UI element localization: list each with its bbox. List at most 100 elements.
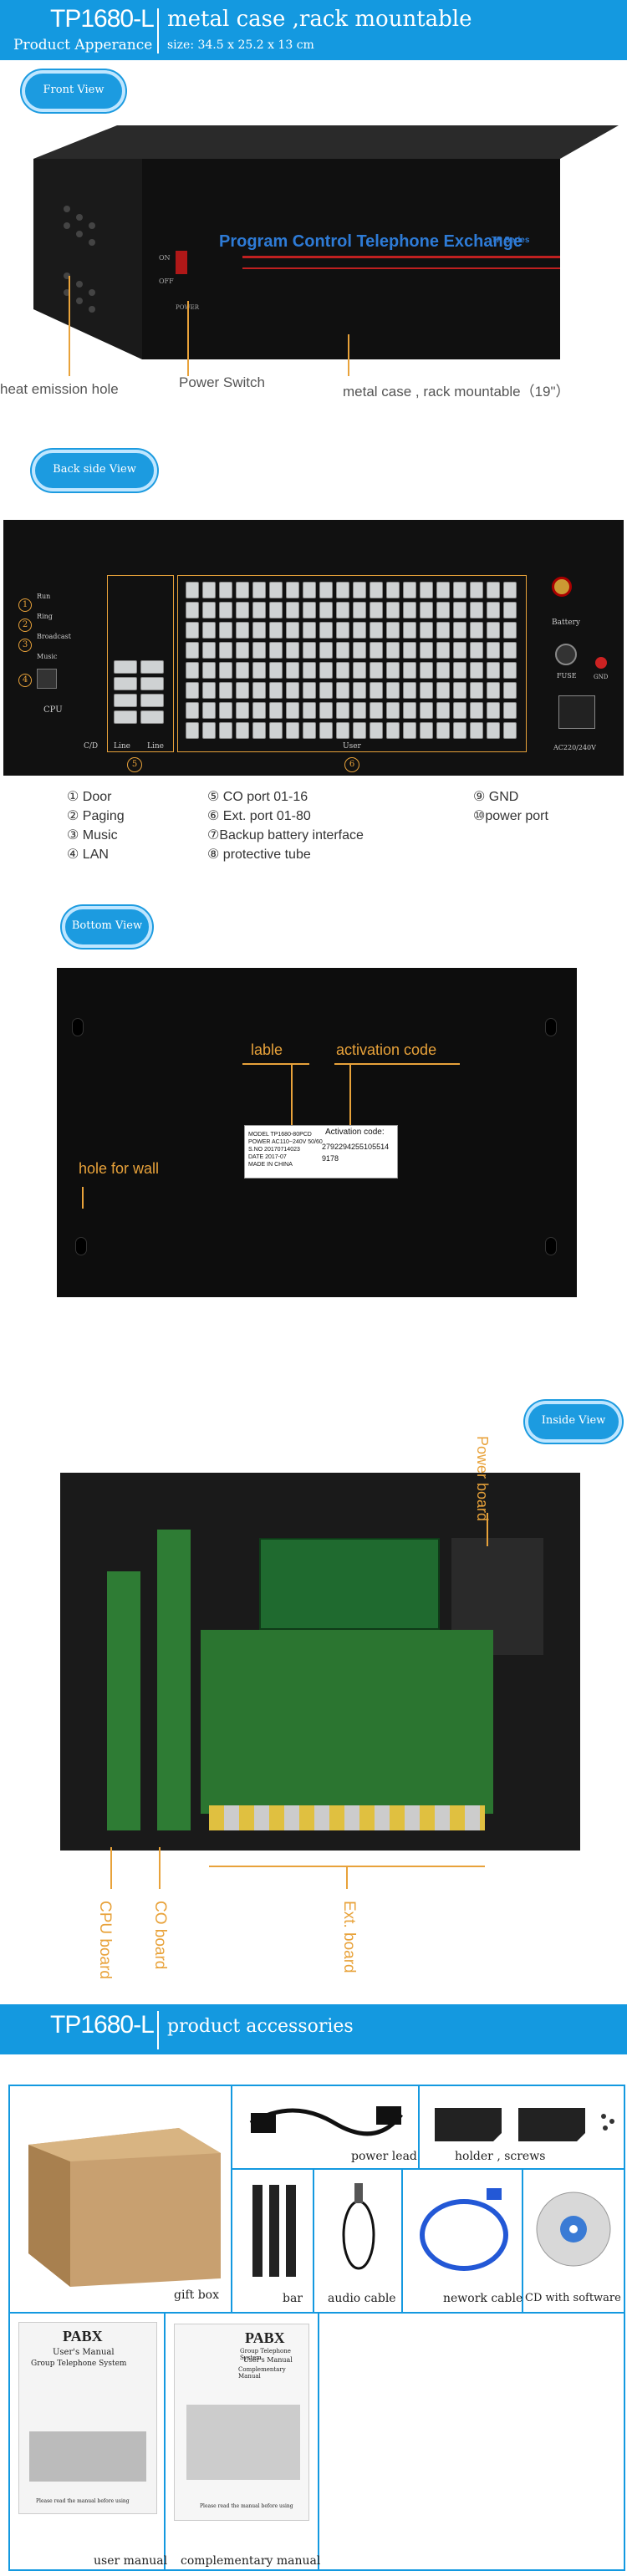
ext-port[interactable] <box>370 702 383 719</box>
ext-port[interactable] <box>470 702 483 719</box>
ext-port[interactable] <box>336 602 349 619</box>
ext-port[interactable] <box>370 722 383 739</box>
ext-port[interactable] <box>202 722 216 739</box>
ext-port[interactable] <box>403 662 416 679</box>
ext-port[interactable] <box>303 622 316 639</box>
ext-port[interactable] <box>252 622 266 639</box>
ext-port[interactable] <box>286 642 299 659</box>
ext-port[interactable] <box>269 662 283 679</box>
ext-port[interactable] <box>219 682 232 699</box>
ext-port[interactable] <box>353 722 366 739</box>
ext-port[interactable] <box>319 582 333 598</box>
ext-port[interactable] <box>186 622 199 639</box>
ext-port[interactable] <box>403 582 416 598</box>
ext-port[interactable] <box>403 602 416 619</box>
ext-port[interactable] <box>236 602 249 619</box>
ext-port[interactable] <box>370 642 383 659</box>
ext-port[interactable] <box>336 642 349 659</box>
ext-port[interactable] <box>286 582 299 598</box>
power-socket[interactable] <box>558 695 595 729</box>
ext-port[interactable] <box>470 642 483 659</box>
ext-port[interactable] <box>453 622 466 639</box>
ext-port[interactable] <box>186 642 199 659</box>
ext-port[interactable] <box>420 602 433 619</box>
ext-port[interactable] <box>386 662 400 679</box>
ext-port[interactable] <box>487 662 500 679</box>
ext-port[interactable] <box>436 602 450 619</box>
ext-port[interactable] <box>186 702 199 719</box>
ext-port[interactable] <box>269 642 283 659</box>
ext-port[interactable] <box>219 702 232 719</box>
ext-port[interactable] <box>370 622 383 639</box>
ext-port[interactable] <box>252 662 266 679</box>
ext-port[interactable] <box>219 722 232 739</box>
ext-port[interactable] <box>269 602 283 619</box>
ext-port[interactable] <box>503 722 517 739</box>
ext-port[interactable] <box>202 602 216 619</box>
ext-port[interactable] <box>236 722 249 739</box>
ext-port[interactable] <box>286 722 299 739</box>
ext-port[interactable] <box>219 662 232 679</box>
ext-port[interactable] <box>503 682 517 699</box>
ext-port[interactable] <box>336 662 349 679</box>
ext-port[interactable] <box>252 722 266 739</box>
ext-port[interactable] <box>336 622 349 639</box>
ext-port[interactable] <box>403 642 416 659</box>
ext-port[interactable] <box>303 682 316 699</box>
ext-port[interactable] <box>303 662 316 679</box>
ext-port[interactable] <box>386 702 400 719</box>
ext-port[interactable] <box>336 682 349 699</box>
ext-port[interactable] <box>420 682 433 699</box>
gnd-terminal[interactable] <box>595 657 607 669</box>
ext-port[interactable] <box>370 602 383 619</box>
ext-port[interactable] <box>503 582 517 598</box>
ext-port[interactable] <box>286 702 299 719</box>
ext-port[interactable] <box>370 662 383 679</box>
ext-port[interactable] <box>470 662 483 679</box>
ext-port[interactable] <box>403 622 416 639</box>
ext-port[interactable] <box>353 662 366 679</box>
ext-port[interactable] <box>186 662 199 679</box>
ext-port[interactable] <box>186 582 199 598</box>
ext-port[interactable] <box>219 642 232 659</box>
ext-port[interactable] <box>436 662 450 679</box>
ext-port[interactable] <box>202 662 216 679</box>
ext-port[interactable] <box>219 622 232 639</box>
ext-port[interactable] <box>503 622 517 639</box>
ext-port[interactable] <box>319 702 333 719</box>
ext-port[interactable] <box>403 722 416 739</box>
ext-port[interactable] <box>303 642 316 659</box>
ext-port[interactable] <box>286 682 299 699</box>
ext-port[interactable] <box>403 682 416 699</box>
ext-port[interactable] <box>470 682 483 699</box>
ext-port[interactable] <box>353 622 366 639</box>
fuse-holder[interactable] <box>555 644 577 665</box>
ext-port[interactable] <box>319 682 333 699</box>
ext-port[interactable] <box>269 722 283 739</box>
ext-port[interactable] <box>453 602 466 619</box>
ext-port[interactable] <box>503 662 517 679</box>
ext-port[interactable] <box>319 642 333 659</box>
ext-port[interactable] <box>470 582 483 598</box>
ext-port[interactable] <box>420 662 433 679</box>
ext-port[interactable] <box>487 582 500 598</box>
ext-port[interactable] <box>420 642 433 659</box>
ext-port[interactable] <box>487 722 500 739</box>
ext-port[interactable] <box>436 642 450 659</box>
ext-port[interactable] <box>453 662 466 679</box>
ext-port[interactable] <box>453 642 466 659</box>
ext-port[interactable] <box>319 722 333 739</box>
ext-port[interactable] <box>202 622 216 639</box>
ext-port[interactable] <box>353 642 366 659</box>
ext-port[interactable] <box>252 602 266 619</box>
ext-port[interactable] <box>186 722 199 739</box>
ext-port[interactable] <box>269 622 283 639</box>
ext-port[interactable] <box>370 682 383 699</box>
ext-port[interactable] <box>303 602 316 619</box>
ext-port[interactable] <box>386 622 400 639</box>
ext-port[interactable] <box>202 582 216 598</box>
ext-port[interactable] <box>269 582 283 598</box>
ext-port[interactable] <box>353 682 366 699</box>
ext-port[interactable] <box>420 582 433 598</box>
ext-port[interactable] <box>353 582 366 598</box>
